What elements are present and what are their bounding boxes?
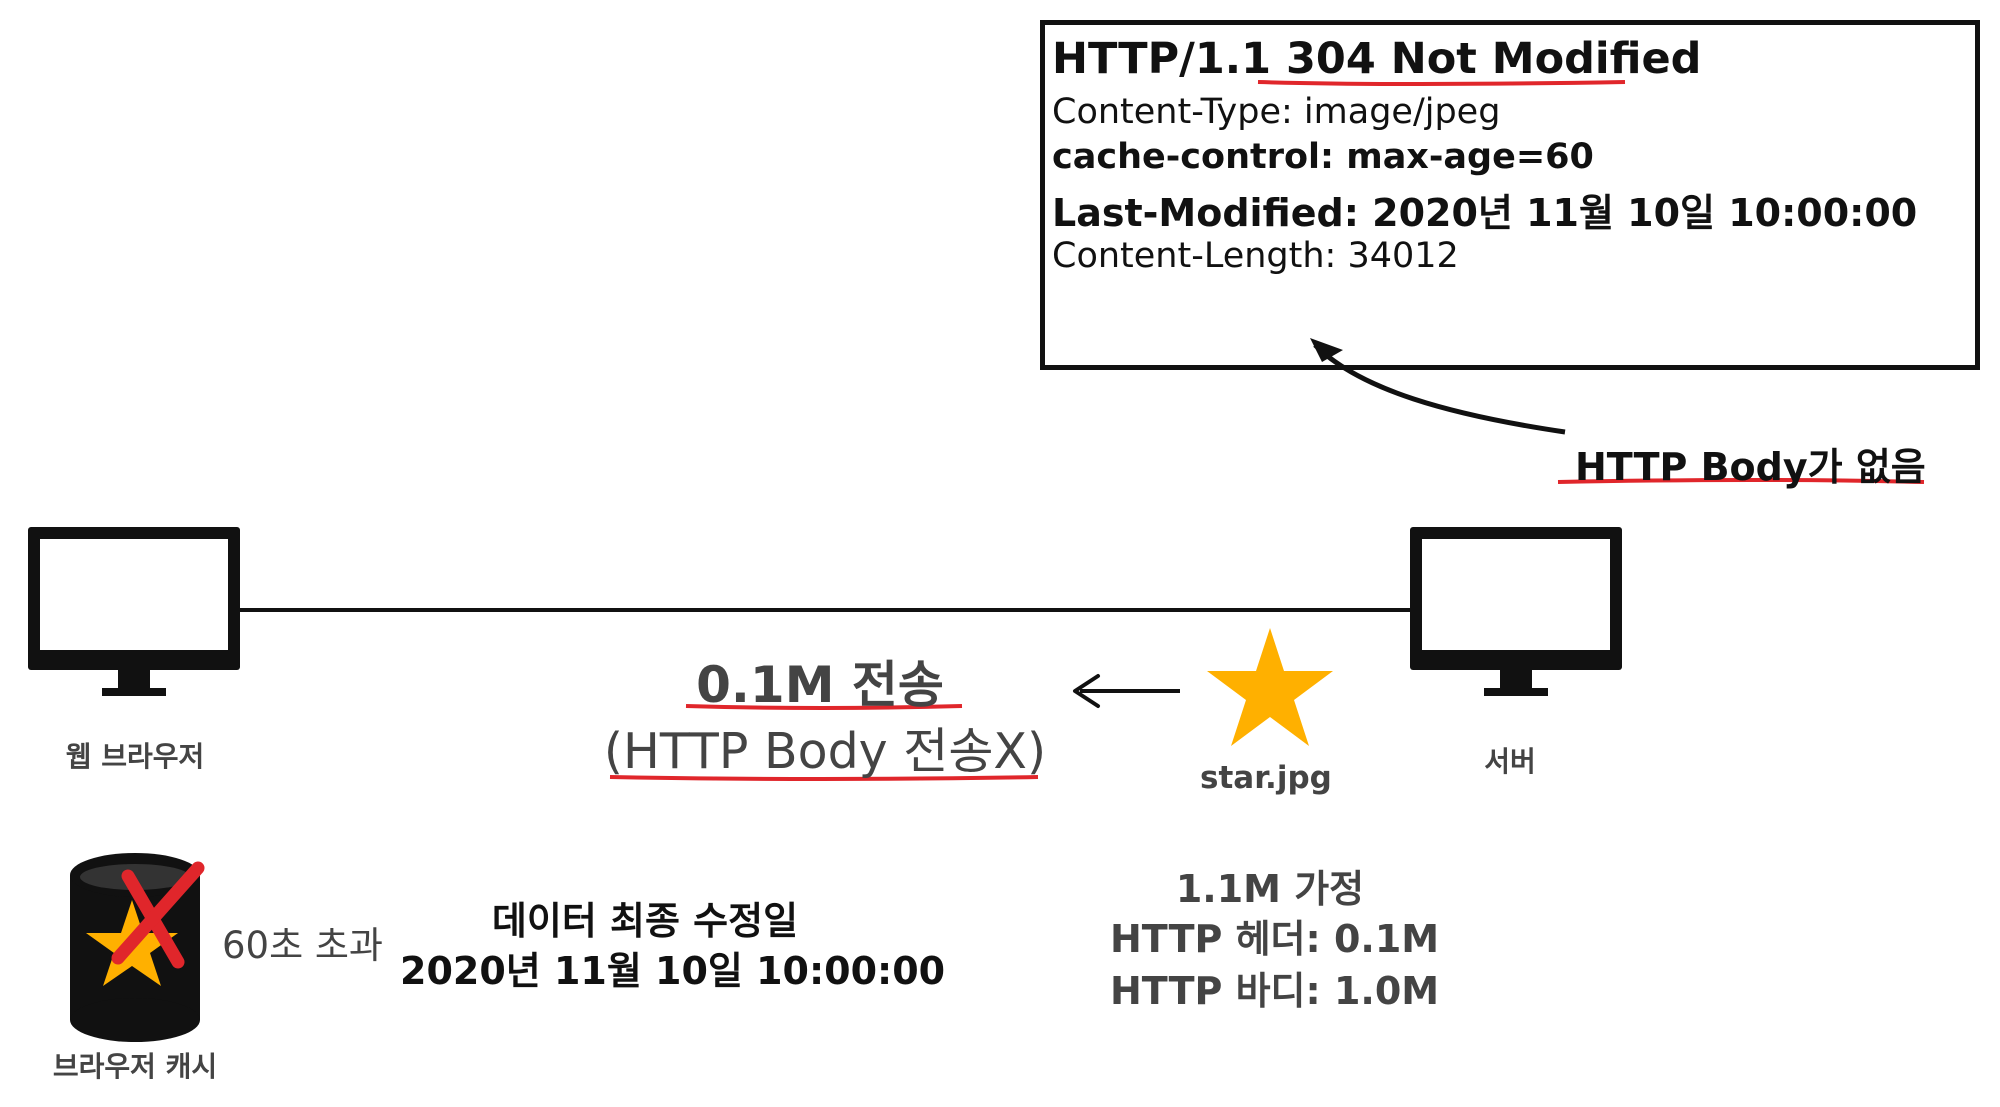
star-icon	[1207, 628, 1333, 746]
response-status-line: HTTP/1.1 304 Not Modified	[1052, 34, 1701, 84]
cache-timeout-label: 60초 초과	[222, 924, 383, 967]
status-code: 304 Not Modified	[1286, 34, 1702, 84]
browser-monitor-icon	[28, 527, 240, 696]
content-type-header: Content-Type: image/jpeg	[1052, 92, 1501, 132]
transfer-title-underline	[685, 704, 963, 710]
curved-arrow-icon	[1310, 338, 1566, 435]
no-body-underline	[1557, 478, 1925, 484]
size-note-body: HTTP 바디: 1.0M	[1110, 969, 1440, 1013]
browser-cache-icon	[70, 853, 205, 1042]
server-monitor-icon	[1410, 527, 1622, 696]
last-modified-note-value: 2020년 11월 10일 10:00:00	[400, 949, 946, 993]
size-note-total: 1.1M 가정	[1175, 867, 1365, 911]
left-arrow-icon	[1073, 674, 1180, 708]
last-modified-note-title: 데이터 최종 수정일	[491, 899, 799, 943]
resource-name: star.jpg	[1200, 760, 1332, 796]
transfer-title: 0.1M 전송	[696, 656, 944, 714]
transfer-subtitle: (HTTP Body 전송X)	[603, 723, 1047, 780]
browser-cache-label: 브라우저 캐시	[52, 1050, 218, 1083]
no-body-annotation: HTTP Body가 없음	[1575, 445, 1926, 489]
server-label: 서버	[1484, 745, 1536, 778]
transfer-sub-underline	[609, 775, 1039, 781]
response-message-box	[1040, 20, 1980, 370]
size-note-header: HTTP 헤더: 0.1M	[1110, 917, 1440, 961]
last-modified-header: Last-Modified: 2020년 11월 10일 10:00:00	[1052, 191, 1918, 235]
browser-label: 웹 브라우저	[65, 740, 205, 773]
content-length-header: Content-Length: 34012	[1052, 236, 1459, 276]
cache-control-header: cache-control: max-age=60	[1052, 137, 1594, 177]
status-underline	[1257, 80, 1626, 86]
status-prefix: HTTP/1.1	[1052, 34, 1287, 84]
